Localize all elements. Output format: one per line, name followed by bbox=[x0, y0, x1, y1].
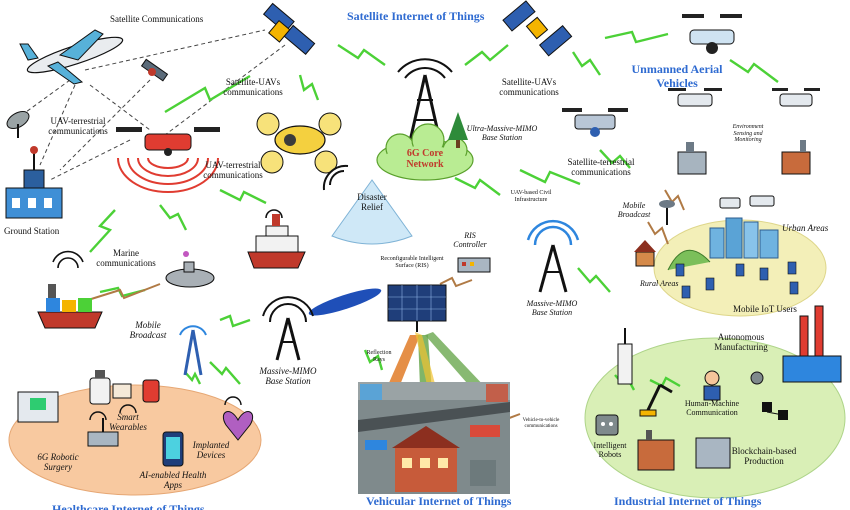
core-network-label: 6G Core Network bbox=[406, 148, 444, 170]
satellite-dish-icon bbox=[6, 110, 30, 138]
core-cloud bbox=[376, 123, 474, 181]
urban-areas-label: Urban Areas bbox=[782, 223, 829, 233]
uav-civil-label: UAV-based Civil Infrastructure bbox=[510, 190, 552, 203]
hmc-label: Human-Machine Communication bbox=[684, 399, 740, 417]
smartwatch-icon bbox=[89, 370, 111, 405]
vehicular-iot-title: Vehicular Internet of Things bbox=[366, 494, 512, 508]
submarine-icon bbox=[165, 251, 215, 288]
blockchain-icon bbox=[762, 402, 788, 420]
marine-comms-label: Marine communications bbox=[96, 248, 156, 269]
assembly-icon bbox=[695, 437, 731, 469]
sat-uav-left-label: Satellite-UAVs communications bbox=[223, 77, 283, 98]
ground-station-icon bbox=[5, 146, 63, 219]
ris-label: Reconfigurable Intelligent Surface (RIS) bbox=[380, 256, 444, 269]
uav-terrestrial-mid-label: UAV-terrestrial communications bbox=[203, 160, 263, 181]
rural-areas-label: Rural Areas bbox=[640, 279, 679, 288]
cargo-ship-icon bbox=[37, 284, 103, 329]
robot-arm-icon bbox=[639, 383, 673, 417]
robotic-surgery-label: 6G Robotic Surgery bbox=[37, 452, 79, 473]
ris-beam bbox=[308, 288, 382, 316]
smart-wearables-label: Smart Wearables bbox=[109, 412, 147, 433]
broadcast-antenna-right-icon bbox=[659, 200, 675, 225]
factory-icon bbox=[637, 430, 675, 471]
mobile-broadcast-left-label: Mobile Broadcast bbox=[129, 320, 167, 341]
cruise-ship-icon bbox=[247, 214, 306, 269]
mimo-left-label: Massive-MIMO Base Station bbox=[259, 366, 317, 387]
sat-terrestrial-label: Satellite-terrestrial communications bbox=[567, 157, 635, 178]
reflection-rays-label: Reflection Rays bbox=[366, 350, 392, 363]
watch-red-icon bbox=[142, 379, 160, 403]
uav-title: Unmanned Aerial Vehicles bbox=[631, 62, 723, 90]
uav-yellow-icon bbox=[256, 112, 342, 174]
satellite-icon-left bbox=[262, 2, 316, 55]
heart-monitor-icon bbox=[112, 383, 132, 399]
healthcare-iot-title: Healthcare Internet of Things bbox=[52, 502, 205, 510]
factory-small-icon-right bbox=[781, 140, 811, 175]
robot-icon bbox=[595, 414, 619, 436]
satellite-iot-title: Satellite Internet of Things bbox=[347, 9, 485, 23]
robotic-surgery-icon bbox=[87, 418, 119, 447]
intelligent-robots-label: Intelligent Robots bbox=[593, 441, 627, 459]
disaster-relief-cone bbox=[331, 179, 413, 245]
industrial-iot-title: Industrial Internet of Things bbox=[614, 494, 762, 508]
ground-station-label: Ground Station bbox=[4, 226, 60, 236]
implanted-heart-icon bbox=[222, 411, 254, 441]
wifi-icon-cargo bbox=[52, 250, 84, 269]
mobile-iot-users-label: Mobile IoT Users bbox=[733, 304, 797, 314]
mimo-tower-left-icon bbox=[262, 296, 314, 361]
drone-right-icon bbox=[772, 88, 820, 107]
mimo-tower-right-icon bbox=[526, 219, 580, 293]
blockchain-label: Blockchain-based Production bbox=[731, 446, 797, 467]
airplane-icon bbox=[19, 29, 124, 85]
small-satellite-icon bbox=[140, 58, 169, 82]
chimney-factory-icon bbox=[782, 305, 842, 383]
env-sensing-label: Environment Sensing and Monitoring bbox=[732, 124, 764, 144]
gear-icon bbox=[750, 371, 764, 385]
vehicular-city bbox=[358, 382, 510, 494]
drone-left-icon bbox=[668, 88, 722, 107]
wifi-icon-ship bbox=[265, 209, 283, 219]
v2v-label: Vehicle-to-vehicle communications bbox=[522, 418, 560, 429]
health-app-phone-icon bbox=[162, 431, 184, 467]
hospital-icon bbox=[17, 391, 59, 423]
industrial-antenna-icon bbox=[617, 328, 633, 385]
urban-buildings-icon bbox=[709, 195, 779, 259]
factory-small-icon-left bbox=[677, 142, 707, 175]
satellite-icon-right bbox=[502, 0, 573, 57]
sat-uav-right-label: Satellite-UAVs communications bbox=[499, 77, 559, 98]
broadcast-tower-left-icon bbox=[179, 325, 207, 376]
mimo-right-label: Massive-MIMO Base Station bbox=[526, 299, 578, 317]
drone-top-icon bbox=[682, 14, 742, 54]
satellite-comms-label: Satellite Communications bbox=[110, 14, 204, 24]
uav-right-icon bbox=[562, 108, 628, 137]
uav-terrestrial-top-label: UAV-terrestrial communications bbox=[48, 116, 108, 137]
ai-health-label: AI-enabled Health Apps bbox=[139, 470, 207, 491]
ris-controller-label: RIS Controller bbox=[453, 231, 487, 249]
signal-waves-icon bbox=[322, 164, 349, 191]
tree-icon bbox=[448, 112, 468, 148]
implanted-devices-label: Implanted Devices bbox=[192, 440, 230, 461]
ris-panel-icon bbox=[387, 284, 447, 332]
worker-icon bbox=[703, 370, 721, 401]
ultra-mimo-label: Ultra-Massive-MIMO Base Station bbox=[466, 124, 538, 142]
healthcare-zone bbox=[8, 384, 262, 496]
ris-controller-icon bbox=[457, 257, 491, 273]
uav-red-icon bbox=[116, 127, 220, 193]
wifi-icon-health bbox=[89, 396, 242, 421]
disaster-relief-label: Disaster Relief bbox=[357, 192, 387, 213]
mobile-iot-phones bbox=[675, 261, 799, 299]
mobile-broadcast-right-label: Mobile Broadcast bbox=[617, 201, 651, 219]
autonomous-manufacturing-label: Autonomous Manufacturing bbox=[714, 332, 768, 353]
